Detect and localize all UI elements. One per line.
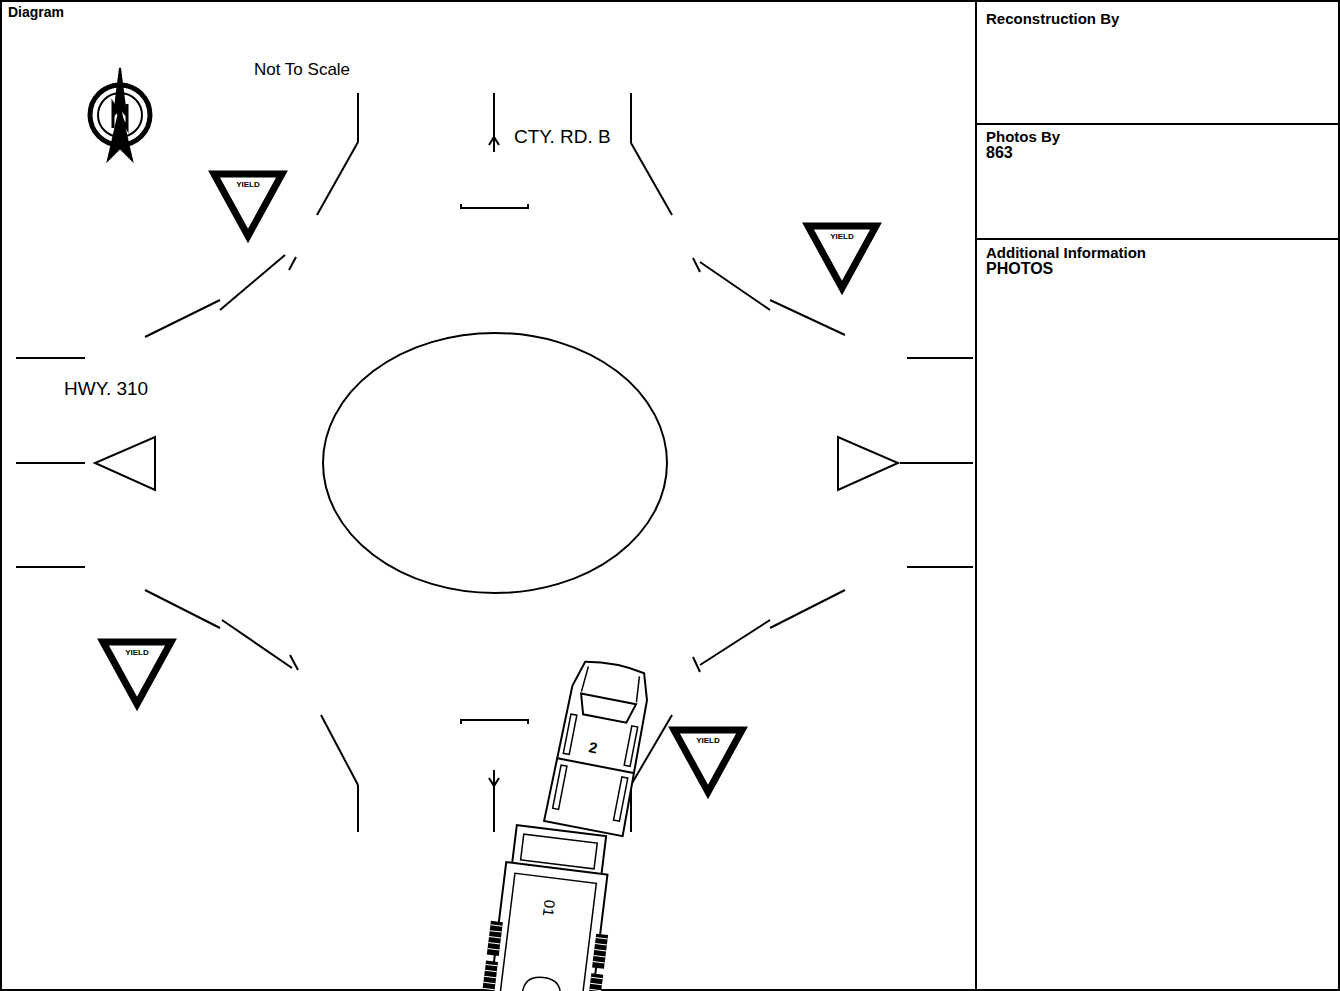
north-arrow (90, 68, 150, 160)
panel-heading: Photos By (986, 128, 1060, 145)
road-name: HWY. 310 (64, 378, 148, 400)
east-leg (693, 258, 973, 672)
yield-sign: YIELD (99, 638, 175, 708)
road-name: CTY. RD. B (514, 126, 611, 148)
info-box: Reconstruction By (975, 0, 1340, 125)
sign-text: YIELD (670, 736, 746, 745)
yield-sign: YIELD (670, 726, 746, 796)
info-box: Additional InformationPHOTOS (975, 238, 1340, 991)
central-island (323, 333, 667, 593)
scale-note: Not To Scale (254, 60, 350, 80)
yield-sign: YIELD (804, 222, 880, 292)
vehicle-number: 01 (540, 899, 559, 918)
sign-text: YIELD (210, 180, 286, 189)
panel-heading: Reconstruction By (986, 10, 1119, 27)
sign-text: YIELD (99, 648, 175, 657)
panel-value: 863 (986, 144, 1013, 162)
panel-heading: Diagram (8, 4, 64, 20)
north-leg (317, 93, 672, 215)
vehicle-01: 01 (482, 821, 621, 991)
panel-heading: Additional Information (986, 244, 1146, 261)
west-leg (16, 255, 298, 670)
info-box: Photos By863 (975, 123, 1340, 240)
vehicle-2: 2 (539, 655, 658, 841)
panel-value: PHOTOS (986, 260, 1053, 278)
car-outline (539, 655, 658, 841)
sign-text: YIELD (804, 232, 880, 241)
yield-sign: YIELD (210, 170, 286, 240)
diagram-panel: DiagramYIELD YIELD YIELD YIELD 2 01 Not To Sca… (0, 0, 977, 991)
